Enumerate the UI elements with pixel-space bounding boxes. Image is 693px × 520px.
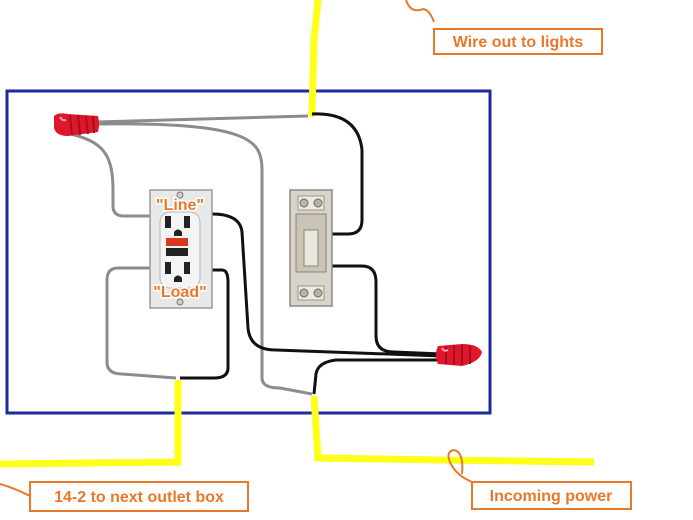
incoming-power-label: Incoming power [490, 488, 613, 505]
black-wire-incoming-to-nut [312, 358, 442, 395]
gfci-load-label: "Load" [153, 284, 206, 301]
next-outlet-box-label: 14-2 to next outlet box [54, 489, 224, 506]
gray-wire-gfci-load-to-next [105, 266, 177, 380]
gfci-outlet-icon [149, 189, 213, 309]
callout-leader-power [447, 448, 473, 483]
light-switch-icon [289, 189, 333, 307]
callout-leader-next-outlet [0, 483, 31, 497]
callout-leader-lights [405, 0, 435, 23]
black-wire-gfci-load-to-next [180, 268, 230, 380]
callout-box-power [471, 481, 632, 510]
cable-to-lights [308, 0, 322, 118]
black-wire-gfci-line-to-nut [211, 212, 443, 358]
gray-wire-nut-to-incoming [95, 122, 313, 396]
wire-nut-icon [54, 113, 99, 136]
electrical-box-outline [5, 89, 492, 415]
wire-out-to-lights-label: Wire out to lights [453, 34, 584, 51]
callout-box-next-outlet [29, 481, 249, 512]
cable-incoming-power [310, 395, 595, 466]
cable-to-next-outlet [0, 380, 182, 468]
black-wire-lights-to-switch [311, 112, 364, 236]
black-wire-switch-to-nut [326, 264, 443, 356]
callout-box-lights [433, 28, 603, 55]
gray-wire-nut-to-cable [95, 114, 309, 124]
wire-nut-icon [436, 344, 482, 366]
gray-wire-nut-to-gfci-line [61, 130, 150, 218]
gfci-line-label: "Line" [156, 197, 204, 214]
